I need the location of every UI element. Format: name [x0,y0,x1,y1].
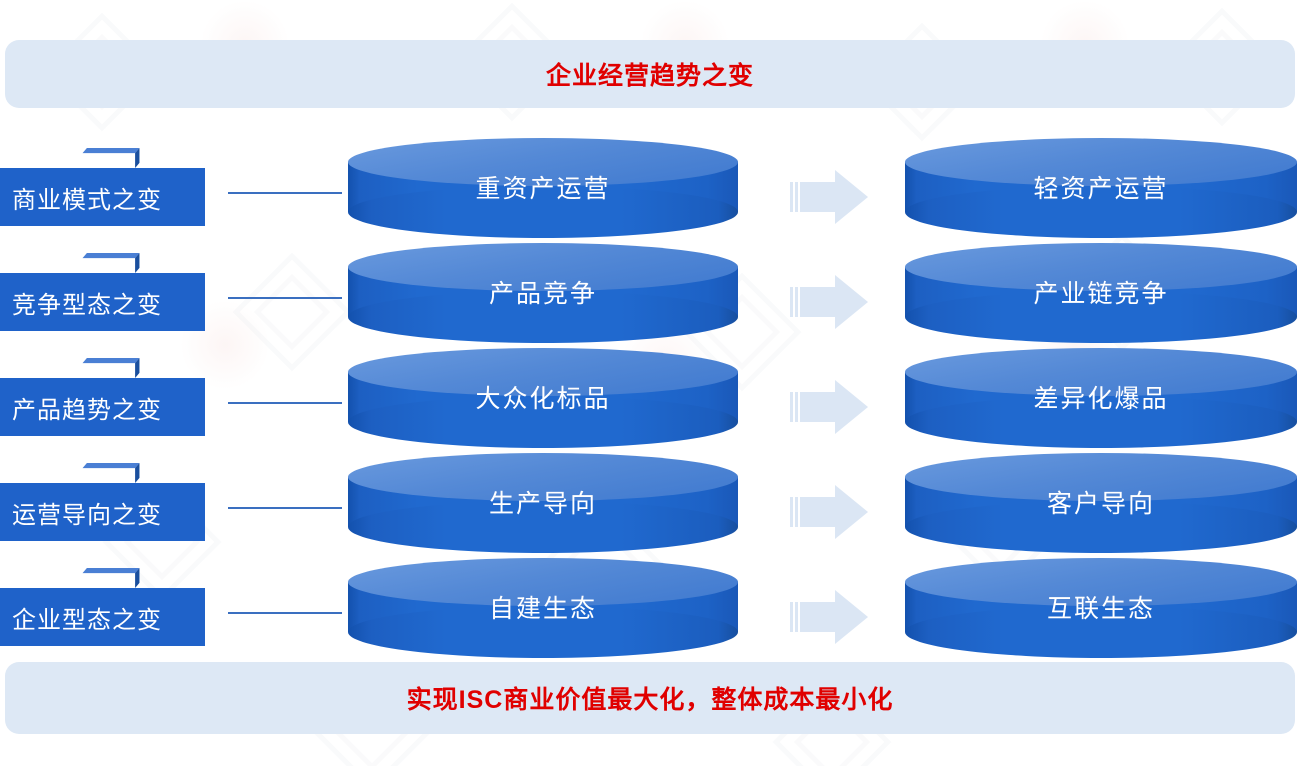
footer-banner: 实现ISC商业价值最大化，整体成本最小化 [5,662,1295,734]
cylinder-top-face [348,138,738,186]
diagram-row: 运营导向之变 生产导向 客户导向 [0,453,1300,560]
cylinder-to[interactable]: 差异化爆品 [905,348,1297,448]
cylinder-top-face [348,558,738,606]
block-3d-faces [82,568,140,588]
cylinder-to[interactable]: 互联生态 [905,558,1297,658]
cylinder-bottom-face [348,501,738,553]
cylinder-to-label: 互联生态 [1046,595,1155,623]
cylinder-bottom-face [905,186,1297,238]
cylinder-bottom-face [348,186,738,238]
cylinder-from-label: 生产导向 [488,490,597,518]
cylinder-to-label: 客户导向 [1046,490,1155,518]
cylinder-from[interactable]: 产品竞争 [348,243,738,343]
right-arrow-icon [790,170,868,224]
connector-line [228,507,342,509]
category-block[interactable]: 产品趋势之变 [0,358,222,436]
category-block-front: 竞争型态之变 [0,273,205,331]
cylinder-to-label: 产业链竞争 [1033,280,1169,308]
right-arrow-icon [790,485,868,539]
right-arrow-icon [790,590,868,644]
page-title: 企业经营趋势之变 [545,62,754,90]
cylinder-from[interactable]: 重资产运营 [348,138,738,238]
diagram-row: 企业型态之变 自建生态 互联生态 [0,558,1300,665]
connector-line [228,612,342,614]
cylinder-from-label: 重资产运营 [475,175,611,203]
cylinder-bottom-face [905,396,1297,448]
category-label: 企业型态之变 [12,606,162,634]
cylinder-from[interactable]: 生产导向 [348,453,738,553]
cylinder-top-face [348,348,738,396]
connector-line [228,297,342,299]
cylinder-bottom-face [905,291,1297,343]
cylinder-to[interactable]: 客户导向 [905,453,1297,553]
cylinder-bottom-face [348,396,738,448]
cylinder-top-face [348,453,738,501]
right-arrow-icon [790,275,868,329]
diagram-row: 竞争型态之变 产品竞争 产业链竞争 [0,243,1300,350]
category-label: 产品趋势之变 [12,396,162,424]
cylinder-top-face [905,558,1297,606]
cylinder-to-label: 差异化爆品 [1033,385,1169,413]
cylinder-bottom-face [348,291,738,343]
cylinder-top-face [348,243,738,291]
category-block-front: 商业模式之变 [0,168,205,226]
cylinder-bottom-face [905,606,1297,658]
category-block-front: 运营导向之变 [0,483,205,541]
category-label: 运营导向之变 [12,501,162,529]
category-block-front: 产品趋势之变 [0,378,205,436]
footer-title: 实现ISC商业价值最大化，整体成本最小化 [406,686,894,714]
category-block[interactable]: 企业型态之变 [0,568,222,646]
cylinder-from-label: 自建生态 [488,595,597,623]
category-label: 商业模式之变 [12,186,162,214]
cylinder-bottom-face [348,606,738,658]
diagram-row: 产品趋势之变 大众化标品 差异化爆品 [0,348,1300,455]
category-block[interactable]: 商业模式之变 [0,148,222,226]
header-banner: 企业经营趋势之变 [5,40,1295,108]
cylinder-to[interactable]: 轻资产运营 [905,138,1297,238]
category-block[interactable]: 竞争型态之变 [0,253,222,331]
right-arrow-icon [790,380,868,434]
cylinder-to[interactable]: 产业链竞争 [905,243,1297,343]
category-block[interactable]: 运营导向之变 [0,463,222,541]
cylinder-from[interactable]: 自建生态 [348,558,738,658]
cylinder-top-face [905,453,1297,501]
category-block-front: 企业型态之变 [0,588,205,646]
cylinder-top-face [905,243,1297,291]
cylinder-from-label: 大众化标品 [475,385,611,413]
category-label: 竞争型态之变 [12,291,162,319]
cylinder-top-face [905,138,1297,186]
block-3d-faces [82,358,140,378]
cylinder-from-label: 产品竞争 [488,280,597,308]
cylinder-to-label: 轻资产运营 [1033,175,1169,203]
diagram-row: 商业模式之变 重资产运营 轻资产运营 [0,138,1300,245]
block-3d-faces [82,148,140,168]
block-3d-faces [82,463,140,483]
cylinder-from[interactable]: 大众化标品 [348,348,738,448]
cylinder-bottom-face [905,501,1297,553]
block-3d-faces [82,253,140,273]
cylinder-top-face [905,348,1297,396]
connector-line [228,402,342,404]
connector-line [228,192,342,194]
